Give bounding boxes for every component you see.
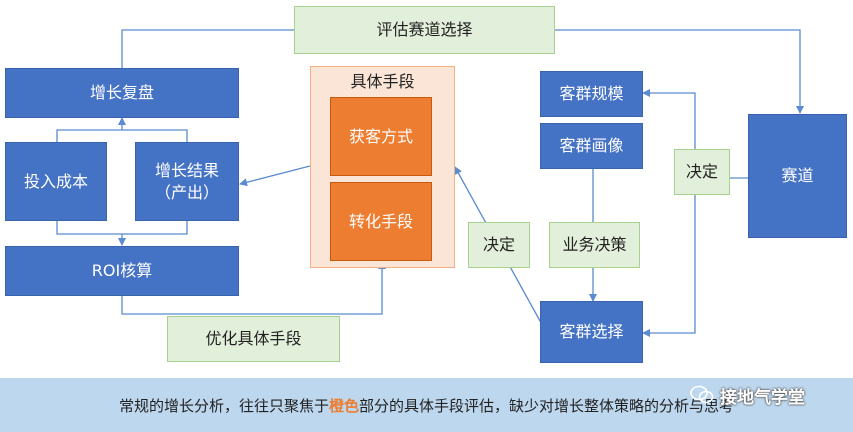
segment-portrait-box: 客群画像: [540, 123, 643, 169]
caption-bar: 常规的增长分析，往往只聚焦于橙色部分的具体手段评估，缺少对增长整体策略的分析与思…: [0, 378, 853, 432]
watermark-text: 接地气学堂: [720, 387, 805, 408]
line-input-up: [56, 129, 188, 142]
optimize-means-label: 优化具体手段: [167, 316, 340, 362]
caption-highlight: 橙色: [328, 396, 359, 415]
business-decision-label: 业务决策: [549, 222, 640, 268]
growth-review-box: 增长复盘: [5, 68, 239, 118]
decide-label-middle: 决定: [468, 222, 530, 268]
growth-result-box: 增长结果 （产出）: [135, 142, 239, 221]
evaluate-track-label: 评估赛道选择: [294, 6, 555, 54]
caption-after: 部分的具体手段评估，缺少对增长整体策略的分析与思考: [359, 396, 735, 415]
segment-select-box: 客群选择: [540, 301, 643, 363]
line-track-to-select: [642, 178, 696, 337]
decide-label-right: 决定: [674, 149, 730, 195]
input-cost-box: 投入成本: [5, 142, 107, 221]
segment-scale-box: 客群规模: [540, 71, 643, 117]
wechat-icon: [690, 385, 714, 404]
line-roi-to-convert: [121, 261, 386, 315]
watermark: 接地气学堂: [690, 381, 805, 409]
means-group-title: 具体手段: [350, 72, 415, 92]
conversion-box: 转化手段: [330, 182, 432, 261]
roi-box: ROI核算: [5, 246, 239, 296]
growth-result-line1: 增长结果: [154, 160, 219, 180]
line-means-to-result: [239, 165, 311, 187]
track-box: 赛道: [748, 114, 847, 238]
acquisition-box: 获客方式: [330, 97, 432, 176]
line-input-down: [56, 221, 188, 235]
caption-before: 常规的增长分析，往往只聚焦于: [118, 396, 329, 415]
growth-result-line2: （产出）: [154, 182, 219, 202]
